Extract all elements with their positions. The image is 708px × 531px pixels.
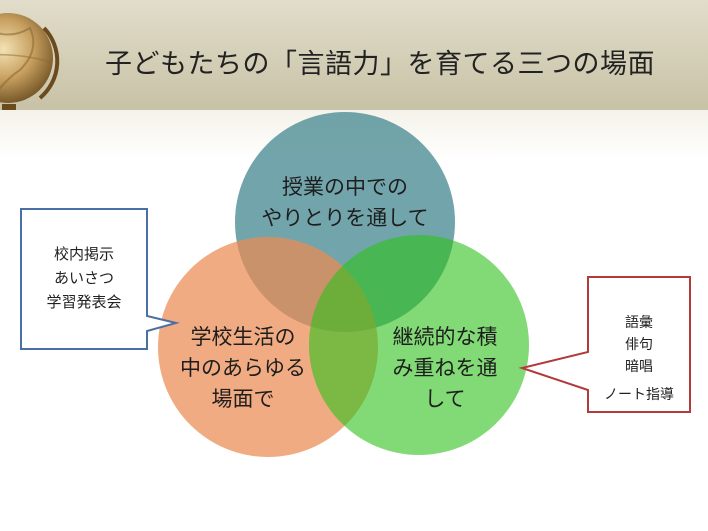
- callout-right-line3: 暗唱: [625, 359, 653, 375]
- circle-continuous-practice: [309, 235, 529, 455]
- callout-right-line2: 俳句: [625, 337, 653, 353]
- callout-right: 語彙 俳句 暗唱 ノート指導: [590, 312, 688, 406]
- callout-left: 校内掲示 あいさつ 学習発表会: [23, 242, 145, 314]
- callout-left-line1: 校内掲示: [53, 245, 114, 263]
- circle-label-school-life-line3: 場面で: [211, 387, 275, 411]
- circle-label-school-life: 学校生活の 中のあらゆる 場面で: [168, 322, 318, 415]
- circle-label-school-life-line1: 学校生活の: [190, 325, 296, 349]
- circle-label-continuous: 継続的な積 み重ねを通 して: [370, 322, 520, 415]
- page-title: 子どもたちの「言語力」を育てる三つの場面: [105, 49, 655, 80]
- callout-right-line1: 語彙: [625, 315, 653, 331]
- callout-right-shape: [518, 276, 691, 413]
- circle-label-classroom-line1: 授業の中での: [282, 175, 408, 199]
- globe-icon: [0, 13, 60, 110]
- callout-left-line2: あいさつ: [53, 269, 114, 287]
- circle-label-school-life-line2: 中のあらゆる: [180, 356, 306, 380]
- circle-label-classroom: 授業の中での やりとりを通して: [245, 172, 445, 234]
- circle-label-classroom-line2: やりとりを通して: [261, 206, 429, 230]
- callout-right-line4: ノート指導: [604, 387, 674, 403]
- callout-left-shape: [20, 208, 180, 350]
- circle-label-continuous-line1: 継続的な積: [392, 325, 498, 349]
- circle-label-continuous-line2: み重ねを通: [392, 356, 498, 380]
- callout-left-line3: 学習発表会: [46, 293, 122, 311]
- circle-label-continuous-line3: して: [424, 387, 466, 411]
